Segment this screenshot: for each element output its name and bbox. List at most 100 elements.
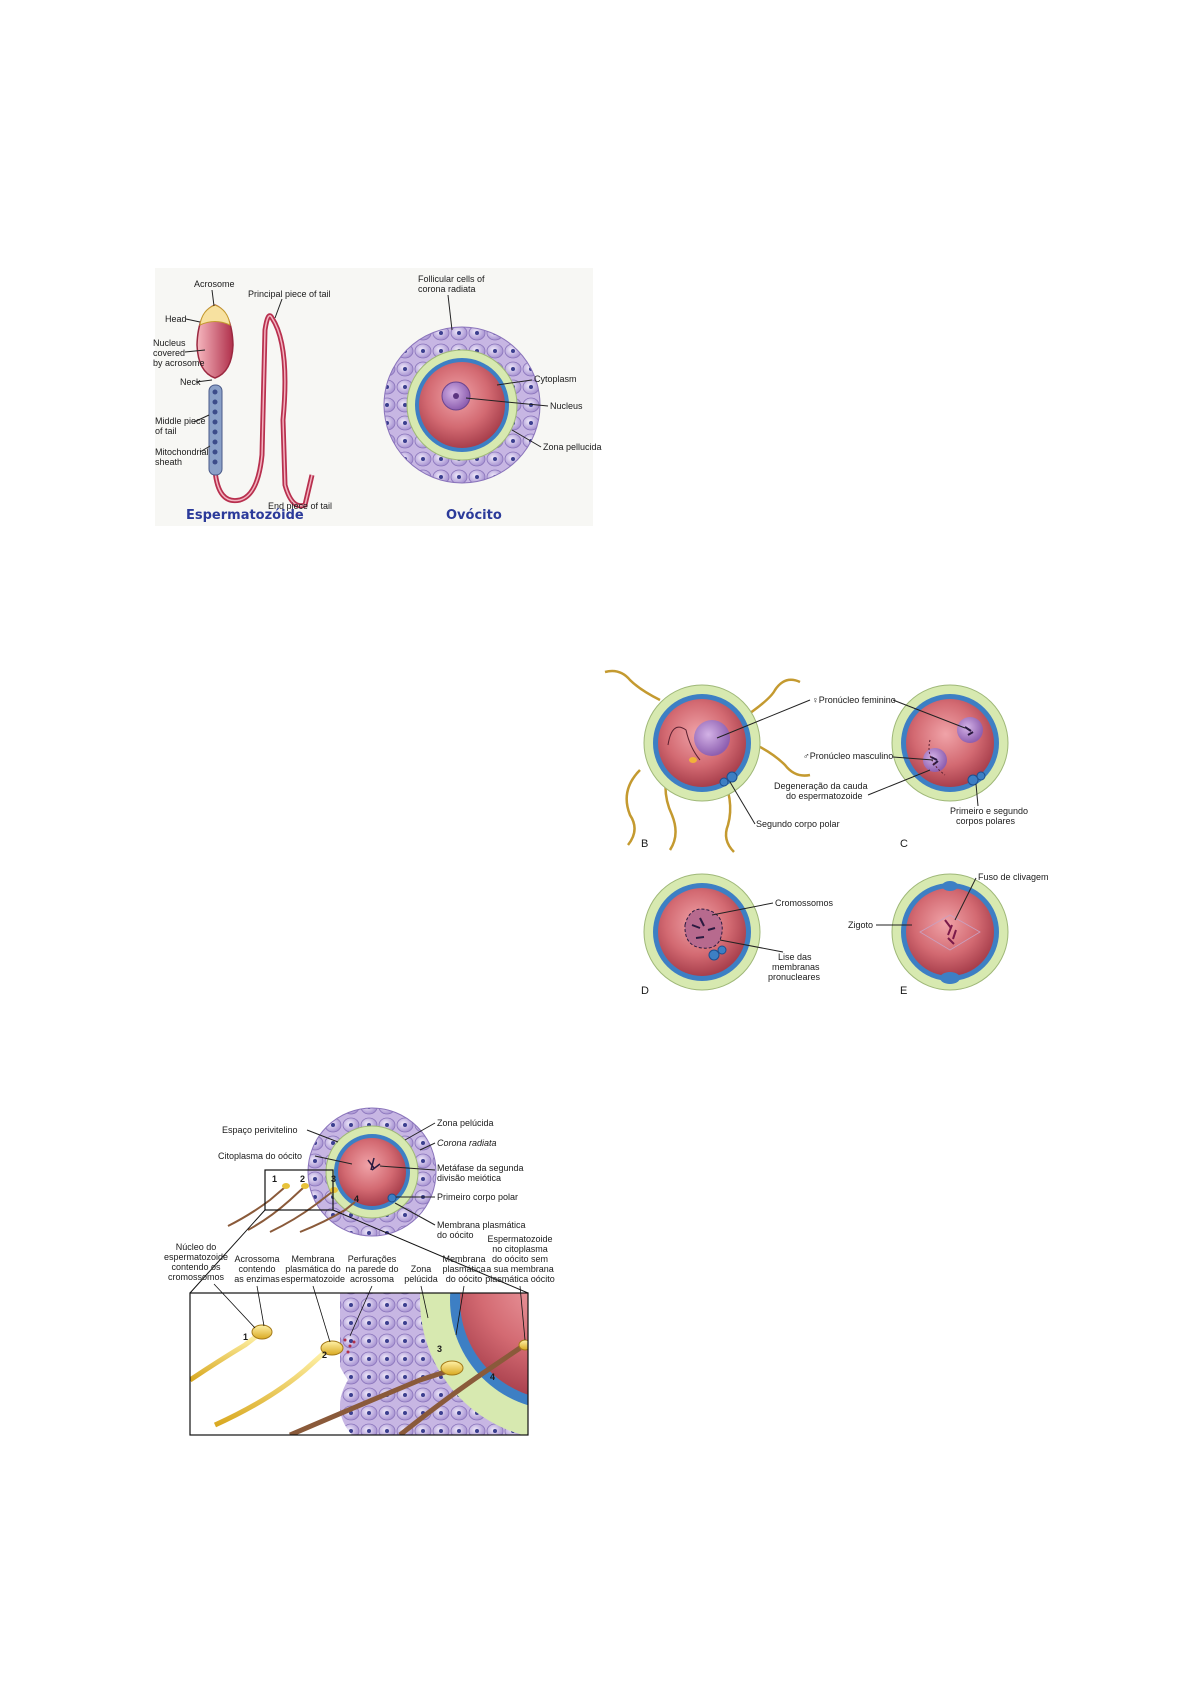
label-perfuracoes-3: acrossoma xyxy=(350,1274,394,1284)
label-acrossoma-2: contendo xyxy=(238,1264,275,1274)
figure-1-sperm-oocyte: Acrosome Head Nucleus covered by acrosom… xyxy=(153,268,602,526)
label-membrana-esp-1: Membrana xyxy=(291,1254,334,1264)
label-nucleus-1: Nucleus xyxy=(153,338,186,348)
label-espaco-perivitelino: Espaço perivitelino xyxy=(222,1125,298,1135)
inset-number-3: 3 xyxy=(331,1174,336,1184)
sperm-head-2 xyxy=(320,1340,344,1356)
sperm-labels: Acrosome Head Nucleus covered by acrosom… xyxy=(153,279,332,511)
label-lise-2: membranas xyxy=(772,962,820,972)
label-metafase-2: divisão meiótica xyxy=(437,1173,501,1183)
label-pronucleo-feminino: ♀Pronúcleo feminino xyxy=(812,695,896,705)
inset-numbers-detail: 1 2 3 4 xyxy=(243,1332,495,1382)
inset-box xyxy=(264,1169,334,1211)
label-mito-sheath-1: Mitochondrial xyxy=(155,447,209,457)
label-acrossoma-3: as enzimas xyxy=(234,1274,280,1284)
label-membrana-ooc-2: plasmática xyxy=(442,1264,485,1274)
caption-sperm: Espermatozóide xyxy=(186,508,304,523)
panel-bc-labels: ♀Pronúcleo feminino ♂Pronúcleo masculino… xyxy=(716,695,1028,829)
panel-e-labels: Fuso de clivagem Zigoto xyxy=(848,872,1049,930)
inset-number-4: 4 xyxy=(354,1194,359,1204)
label-fuso-clivagem: Fuso de clivagem xyxy=(978,872,1049,882)
sperm-illustration xyxy=(196,304,315,509)
label-follicular-2: corona radiata xyxy=(418,284,476,294)
panel-c xyxy=(891,684,1009,802)
panel-letter-c: C xyxy=(900,838,908,850)
panel-letter-b: B xyxy=(641,838,648,850)
label-citoplasma-oocito: Citoplasma do oócito xyxy=(218,1151,302,1161)
acrosome-cap xyxy=(199,304,231,326)
label-primeiro-corpo-polar: Primeiro corpo polar xyxy=(437,1192,518,1202)
panel-d-labels: Cromossomos Lise das membranas pronuclea… xyxy=(711,898,834,982)
label-nucleo-4: cromossomos xyxy=(168,1272,225,1282)
label-middle-piece-2: of tail xyxy=(155,426,177,436)
label-esp-citoplasma-4: a sua membrana xyxy=(486,1264,554,1274)
detail-number-1: 1 xyxy=(243,1332,248,1342)
label-end-piece: End piece of tail xyxy=(268,501,332,511)
label-zona-bottom-2: pelúcida xyxy=(404,1274,438,1284)
label-zona-pelucida-top: Zona pelúcida xyxy=(437,1118,494,1128)
label-primeiro-segundo-2: corpos polares xyxy=(956,816,1016,826)
label-nucleus-2: covered xyxy=(153,348,185,358)
panel-e xyxy=(891,873,1009,991)
label-cytoplasm: Cytoplasm xyxy=(534,374,577,384)
label-lise-3: pronucleares xyxy=(768,972,821,982)
label-pronucleo-masculino: ♂Pronúcleo masculino xyxy=(803,751,893,761)
label-primeiro-segundo-1: Primeiro e segundo xyxy=(950,806,1028,816)
inset-number-2: 2 xyxy=(300,1174,305,1184)
panel-letter-e: E xyxy=(900,985,907,997)
label-nucleo-3: contendo os xyxy=(171,1262,221,1272)
detail-number-2: 2 xyxy=(322,1350,327,1360)
label-acrosome: Acrosome xyxy=(194,279,235,289)
label-zona-bottom-1: Zona xyxy=(411,1264,432,1274)
label-nucleus-oocyte: Nucleus xyxy=(550,401,583,411)
label-nucleus-3: by acrosome xyxy=(153,358,205,368)
oocyte-cytoplasm-detail xyxy=(460,1293,528,1395)
label-nucleo-1: Núcleo do xyxy=(176,1242,217,1252)
label-perfuracoes-1: Perfurações xyxy=(348,1254,397,1264)
female-pronucleus xyxy=(694,720,730,756)
sperm-head-1 xyxy=(251,1324,273,1340)
top-oocyte-labels: Espaço perivitelino Citoplasma do oócito… xyxy=(218,1118,526,1240)
label-corona-radiata: Corona radiata xyxy=(437,1138,497,1148)
chromosomes xyxy=(684,908,723,949)
cleavage-spindle xyxy=(919,914,981,951)
detail-number-4: 4 xyxy=(490,1372,495,1382)
label-metafase-1: Metáfase da segunda xyxy=(437,1163,524,1173)
label-membrana-ooc-3: do oócito xyxy=(446,1274,483,1284)
label-neck: Neck xyxy=(180,377,201,387)
label-membrana-oocito-2: do oócito xyxy=(437,1230,474,1240)
figure-3-sperm-penetration: 1 2 3 4 Espaço perivitelino Citoplasma d… xyxy=(164,1107,555,1436)
sperm-head-3 xyxy=(440,1360,464,1376)
inset-numbers-top: 1 2 3 4 xyxy=(272,1174,359,1204)
label-follicular-1: Follicular cells of xyxy=(418,274,485,284)
metaphase-chromosomes xyxy=(367,1157,381,1171)
panel-b xyxy=(604,669,811,853)
oocyte-illustration xyxy=(383,326,541,484)
label-middle-piece-1: Middle piece xyxy=(155,416,206,426)
label-membrana-ooc-1: Membrana xyxy=(442,1254,485,1264)
label-perfuracoes-2: na parede do xyxy=(345,1264,398,1274)
label-zigoto: Zigoto xyxy=(848,920,873,930)
label-degeneracao-2: do espermatozoide xyxy=(786,791,863,801)
detail-box xyxy=(189,1292,529,1436)
sperm-head-4 xyxy=(518,1339,528,1351)
label-principal-piece: Principal piece of tail xyxy=(248,289,331,299)
label-esp-citoplasma-2: no citoplasma xyxy=(492,1244,548,1254)
label-lise-1: Lise das xyxy=(778,952,812,962)
label-head: Head xyxy=(165,314,187,324)
label-cromossomos: Cromossomos xyxy=(775,898,834,908)
caption-oocyte: Ovócito xyxy=(446,508,502,523)
top-oocyte xyxy=(227,1107,437,1237)
oocyte-labels: Follicular cells of corona radiata Cytop… xyxy=(418,274,602,452)
label-nucleo-2: espermatozoide xyxy=(164,1252,228,1262)
detail-number-3: 3 xyxy=(437,1344,442,1354)
label-degeneracao-1: Degeneração da cauda xyxy=(774,781,868,791)
panel-d xyxy=(643,873,761,991)
label-esp-citoplasma-5: plasmática oócito xyxy=(485,1274,555,1284)
label-membrana-esp-2: plasmática do xyxy=(285,1264,341,1274)
inset-number-1: 1 xyxy=(272,1174,277,1184)
second-polar-body xyxy=(726,771,738,783)
bottom-labels: Núcleo do espermatozoide contendo os cro… xyxy=(164,1234,555,1284)
label-esp-citoplasma-3: do oócito sem xyxy=(492,1254,548,1264)
